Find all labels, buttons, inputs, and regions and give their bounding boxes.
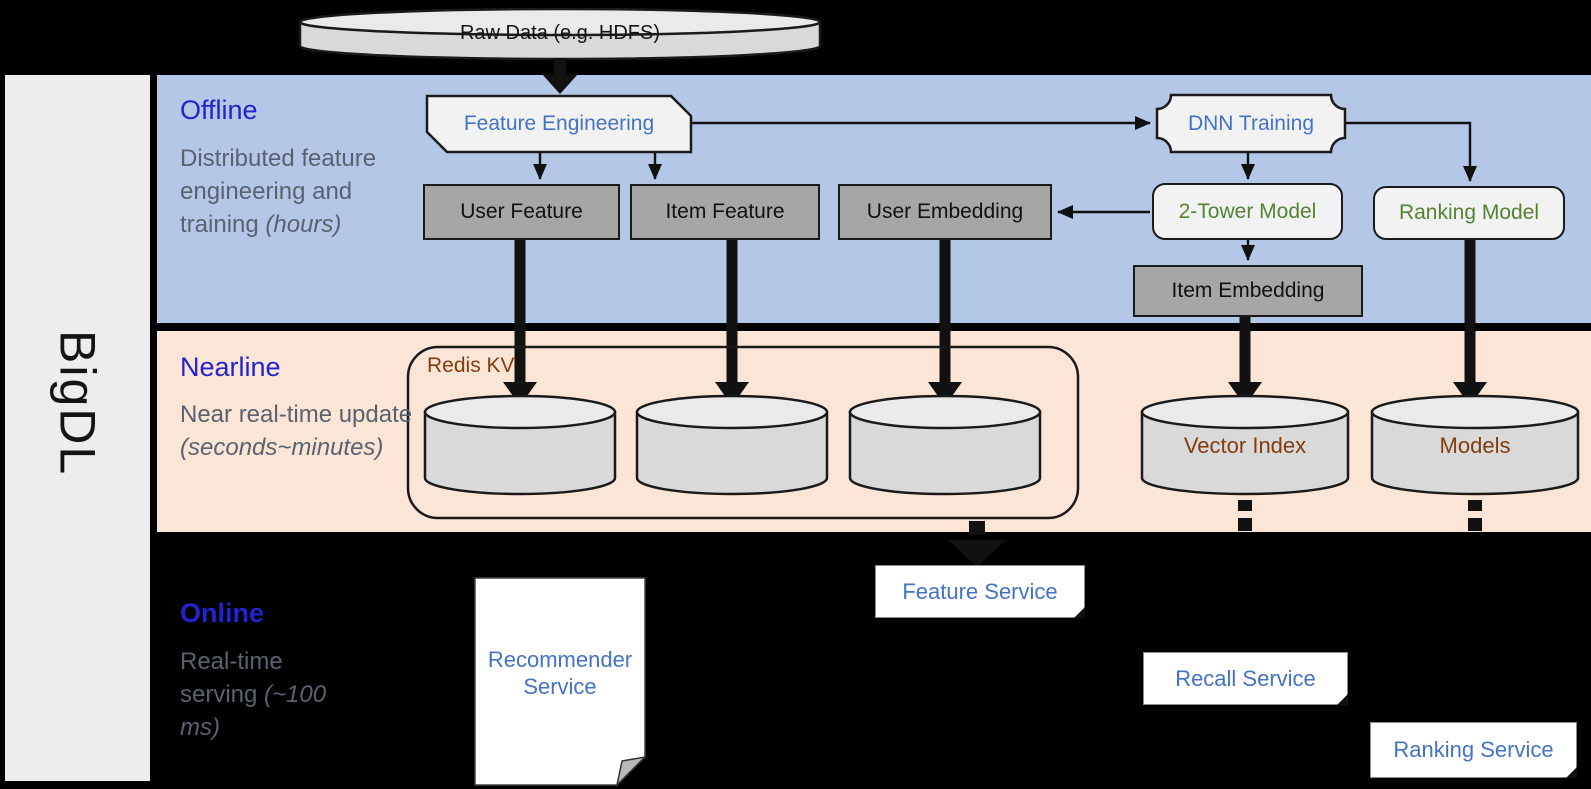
feature-engineering-label: Feature Engineering xyxy=(463,112,655,135)
item-embedding-box: Item Embedding xyxy=(1133,265,1363,317)
raw-data-label: Raw Data (e.g. HDFS) xyxy=(459,21,661,44)
vector-index-cylinder xyxy=(1140,394,1350,496)
nearline-desc-note: (seconds~minutes) xyxy=(180,434,384,462)
ranking-model-box: Ranking Model xyxy=(1373,186,1565,240)
offline-desc-note: (hours) xyxy=(265,211,342,239)
bigdl-brand-label: BigDL xyxy=(49,330,106,477)
redis-kv-label: Redis KV xyxy=(427,354,515,377)
dashed-stub-models xyxy=(1468,500,1482,531)
folded-corner-icon xyxy=(1074,607,1085,618)
arrow-user-feature-to-redis xyxy=(503,240,537,406)
user-feature-box: User Feature xyxy=(423,184,620,240)
item-feature-box: Item Feature xyxy=(630,184,820,240)
redis-cylinder-1 xyxy=(423,394,617,496)
dashed-arrow-redis-to-feature-service xyxy=(948,521,1006,567)
offline-section-desc: Distributed feature engineering and trai… xyxy=(180,142,417,241)
dnn-training-label: DNN Training xyxy=(1187,111,1315,135)
bigdl-brand-bar: BigDL xyxy=(5,75,150,781)
nearline-section-desc: Near real-time update (seconds~minutes) xyxy=(180,398,444,464)
arrow-item-embedding-to-vector-index xyxy=(1228,317,1262,406)
two-tower-model-box: 2-Tower Model xyxy=(1152,183,1343,240)
recall-service-label: Recall Service xyxy=(1175,665,1316,691)
recommender-service-document xyxy=(474,577,648,788)
vector-index-label: Vector Index xyxy=(1183,433,1307,458)
offline-section-title: Offline xyxy=(180,95,258,125)
raw-data-cylinder xyxy=(298,7,822,61)
recall-service-box: Recall Service xyxy=(1143,652,1348,705)
folded-corner-icon xyxy=(1337,694,1348,705)
online-section-title: Online xyxy=(180,598,265,628)
user-embedding-box: User Embedding xyxy=(838,184,1052,240)
nearline-section-title: Nearline xyxy=(180,352,281,382)
arrow-ranking-model-to-models xyxy=(1453,240,1487,406)
redis-cylinder-2 xyxy=(635,394,829,496)
feature-engineering-shape xyxy=(425,94,693,154)
redis-cylinder-3 xyxy=(848,394,1042,496)
arrow-rawdata-to-feature-engineering xyxy=(542,58,578,94)
dnn-training-shape xyxy=(1155,93,1347,154)
ranking-service-box: Ranking Service xyxy=(1370,722,1577,778)
nearline-desc-text: Near real-time update xyxy=(180,401,413,428)
recommender-service-label: Recommender Service xyxy=(487,646,633,700)
ranking-service-label: Ranking Service xyxy=(1393,737,1554,762)
models-cylinder xyxy=(1370,394,1580,496)
models-label: Models xyxy=(1439,433,1511,458)
feature-service-box: Feature Service xyxy=(875,565,1085,618)
offline-desc-text: Distributed feature engineering and trai… xyxy=(180,145,377,239)
arrow-item-feature-to-redis xyxy=(715,240,749,406)
arrow-user-embedding-to-redis xyxy=(928,240,962,406)
redis-kv-container xyxy=(406,345,1080,520)
feature-service-label: Feature Service xyxy=(902,578,1058,604)
online-desc-note: (~100 ms) xyxy=(180,681,327,742)
online-section-desc: Real-time serving (~100 ms) xyxy=(180,645,332,744)
dashed-stub-vector-index xyxy=(1238,500,1252,531)
online-desc-text: Real-time serving xyxy=(180,648,283,709)
folded-corner-icon xyxy=(1566,767,1577,778)
arrow-dnn-to-ranking-model xyxy=(1345,121,1477,182)
